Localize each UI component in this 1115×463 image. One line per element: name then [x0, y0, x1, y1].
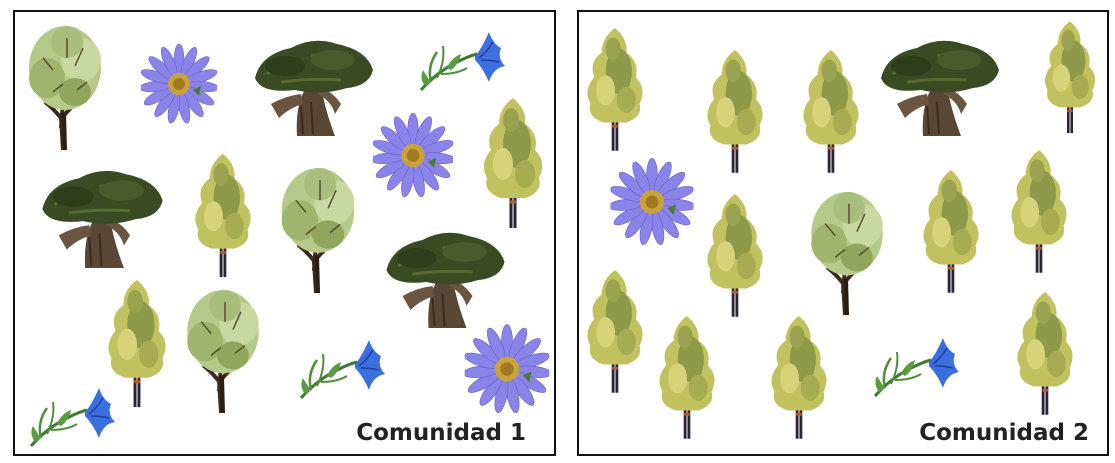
dragon-tree-icon: [29, 164, 175, 270]
community-label: Comunidad 2: [919, 420, 1089, 446]
aster-flower-icon: [367, 109, 459, 202]
blue-gentian-flower-icon: [297, 330, 387, 402]
deciduous-tree-icon: [801, 184, 893, 318]
yellow-tree-icon: [187, 150, 259, 278]
blue-gentian-flower-icon: [27, 378, 117, 450]
yellow-tree-icon: [765, 308, 833, 444]
yellow-tree-icon: [917, 162, 985, 298]
blue-gentian-flower-icon: [871, 328, 961, 400]
yellow-tree-icon: [1005, 142, 1073, 278]
aster-flower-icon: [605, 154, 699, 250]
community-label: Comunidad 1: [356, 420, 526, 446]
yellow-tree-icon: [653, 308, 721, 444]
yellow-tree-icon: [1035, 18, 1105, 134]
yellow-tree-icon: [1011, 284, 1079, 420]
yellow-tree-icon: [701, 42, 769, 178]
dragon-tree-icon: [251, 34, 376, 138]
dragon-tree-icon: [877, 34, 1002, 138]
deciduous-tree-icon: [175, 282, 271, 416]
yellow-tree-icon: [477, 94, 549, 229]
yellow-tree-icon: [581, 262, 649, 398]
community-panel-2: Comunidad 2: [577, 10, 1109, 456]
community-panel-1: Comunidad 1: [13, 10, 556, 456]
aster-flower-icon: [461, 320, 553, 418]
yellow-tree-icon: [701, 186, 769, 322]
deciduous-tree-icon: [271, 160, 365, 296]
deciduous-tree-icon: [23, 18, 107, 153]
yellow-tree-icon: [797, 42, 865, 178]
yellow-tree-icon: [581, 18, 649, 158]
aster-flower-icon: [141, 40, 217, 128]
blue-gentian-flower-icon: [417, 22, 507, 94]
dragon-tree-icon: [373, 226, 517, 330]
